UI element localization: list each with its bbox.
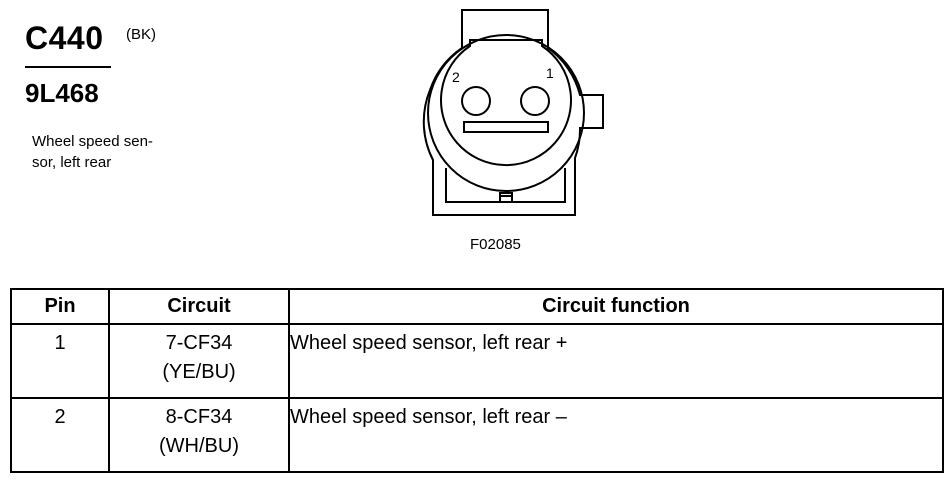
- connector-color-code: (BK): [126, 26, 156, 43]
- connector-key-slot: [463, 121, 549, 133]
- connector-inner-ring: [427, 34, 585, 192]
- connector-housing-outline: [422, 9, 604, 216]
- pin-2-label: 2: [452, 69, 460, 85]
- connector-id: C440: [25, 20, 104, 56]
- pin-cell: 1: [10, 323, 110, 399]
- circuit-cell: 7-CF34 (YE/BU): [108, 323, 290, 399]
- circuit-number: 8-CF34: [165, 406, 233, 428]
- description-line-2: sor, left rear: [32, 154, 112, 171]
- connector-body-detail: [445, 168, 566, 203]
- connector-face-diagram: 1 2: [422, 9, 604, 216]
- table-header-row: Pin Circuit Circuit function: [10, 288, 944, 325]
- connector-header: C440 (BK) 9L468 Wheel speed sen- sor, le…: [25, 18, 156, 171]
- header-circuit: Circuit: [108, 288, 290, 325]
- circuit-cell: 8-CF34 (WH/BU): [108, 397, 290, 473]
- table-row: 1 7-CF34 (YE/BU) Wheel speed sensor, lef…: [10, 323, 944, 399]
- circuit-number: 7-CF34: [165, 332, 233, 354]
- pin-cell: 2: [10, 397, 110, 473]
- circuit-color: (WH/BU): [159, 435, 239, 457]
- header-divider: [25, 66, 111, 68]
- description-line-1: Wheel speed sen-: [32, 133, 153, 150]
- function-cell: Wheel speed sensor, left rear +: [288, 323, 944, 399]
- table-row: 2 8-CF34 (WH/BU) Wheel speed sensor, lef…: [10, 397, 944, 473]
- connector-terminal-face: [440, 39, 572, 167]
- header-pin: Pin: [10, 288, 110, 325]
- pinout-table: Pin Circuit Circuit function 1 7-CF34 (Y…: [10, 288, 944, 473]
- function-cell: Wheel speed sensor, left rear –: [288, 397, 944, 473]
- connector-locking-nub: [499, 195, 513, 203]
- pin-1-cavity: [520, 86, 550, 116]
- pin-2-cavity: [461, 86, 491, 116]
- circuit-color: (YE/BU): [162, 361, 236, 383]
- header-circuit-function: Circuit function: [288, 288, 944, 325]
- figure-id: F02085: [470, 236, 521, 253]
- pin-1-label: 1: [546, 65, 554, 81]
- connector-description: Wheel speed sen- sor, left rear: [32, 131, 197, 173]
- part-number: 9L468: [25, 78, 99, 108]
